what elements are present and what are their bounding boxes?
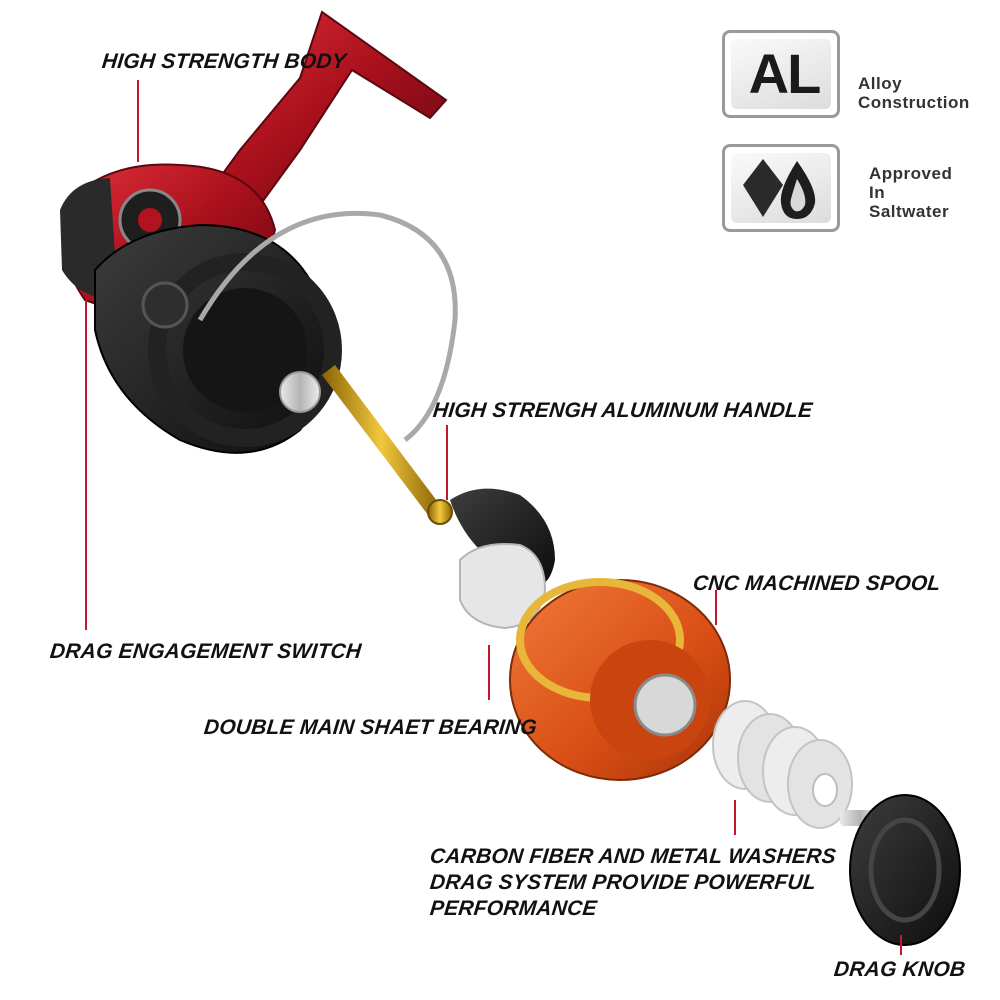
bail-wire — [197, 210, 458, 442]
leader-line-washers — [734, 800, 736, 835]
callout-cnc-spool: CNC MACHINED SPOOL — [691, 572, 942, 595]
saltwater-label-line1: Approved — [869, 164, 953, 183]
callout-washers-line3: PERFORMANCE — [428, 897, 598, 920]
saltwater-label-line3: Saltwater — [869, 202, 950, 221]
leader-line-switch — [85, 300, 87, 630]
leader-line-spool — [715, 590, 717, 625]
callout-washers-line2: DRAG SYSTEM PROVIDE POWERFUL — [428, 871, 818, 894]
alloy-label-line1: Alloy — [858, 74, 903, 93]
callout-aluminum-handle: HIGH STRENGH ALUMINUM HANDLE — [431, 399, 814, 422]
reel-rotor — [94, 223, 342, 454]
leader-line-bearing — [488, 645, 490, 700]
water-drop-icon — [743, 159, 816, 219]
drag-switch — [459, 543, 547, 630]
alloy-label-line2: Construction — [858, 93, 970, 112]
saltwater-label-line2: In — [869, 183, 886, 202]
callout-drag-switch: DRAG ENGAGEMENT SWITCH — [48, 640, 363, 663]
leader-line-knob — [900, 935, 902, 955]
callout-main-shaft-bearing: DOUBLE MAIN SHAET BEARING — [202, 716, 539, 739]
washer-stack — [712, 700, 853, 829]
callout-washers-line1: CARBON FIBER AND METAL WASHERS — [428, 845, 838, 868]
alloy-glyph: AL — [748, 42, 822, 105]
callout-high-strength-body: HIGH STRENGTH BODY — [100, 50, 348, 73]
drag-knob — [840, 794, 961, 946]
alloy-badge: AL — [722, 30, 840, 118]
saltwater-badge — [722, 144, 840, 232]
leader-line-body — [137, 80, 139, 162]
alloy-icon — [731, 39, 831, 109]
callout-drag-knob: DRAG KNOB — [832, 958, 967, 981]
cnc-spool — [509, 578, 731, 781]
reel-stem — [198, 10, 448, 206]
leader-line-handle — [446, 425, 448, 500]
